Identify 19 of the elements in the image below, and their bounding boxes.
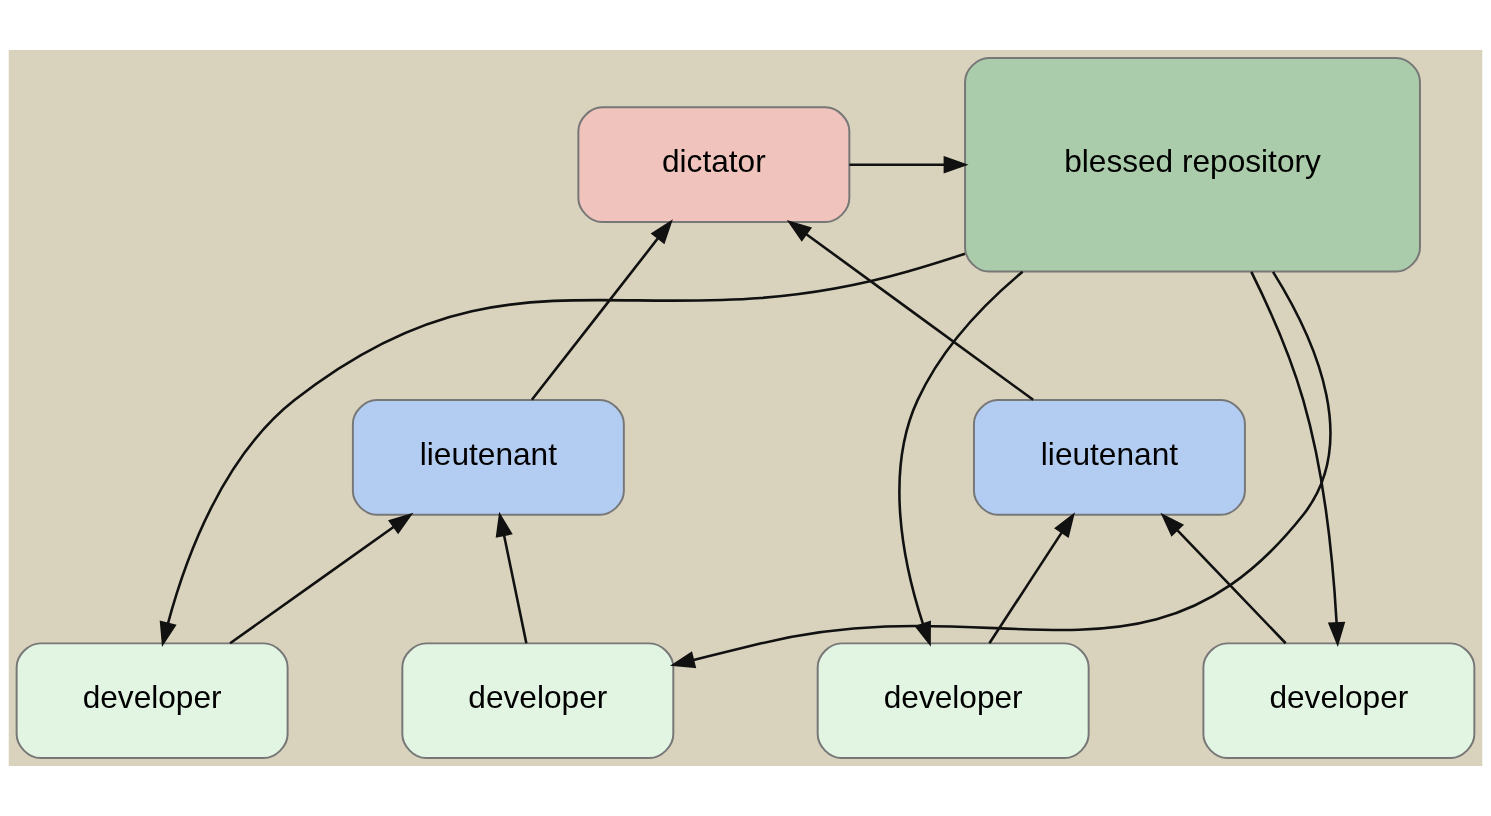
- node-box: developer: [401, 642, 675, 760]
- arrow: [1160, 512, 1287, 645]
- node-box: developer: [816, 642, 1090, 760]
- arrow: [530, 219, 673, 401]
- arrow: [988, 512, 1075, 644]
- arrow: [229, 512, 414, 645]
- node-box: developer: [15, 642, 289, 760]
- node-box: lieutenant: [351, 399, 625, 516]
- arrow: [159, 252, 966, 647]
- arrow: [849, 156, 969, 174]
- arrow: [669, 271, 1332, 669]
- arrow: [1250, 271, 1346, 648]
- arrow: [495, 511, 528, 644]
- node-box: dictator: [577, 106, 851, 224]
- node-box: blessed repository: [964, 56, 1421, 273]
- node-box: developer: [1202, 642, 1476, 760]
- arrow: [786, 219, 1034, 401]
- arrow: [898, 270, 1024, 647]
- node-box: lieutenant: [972, 399, 1246, 516]
